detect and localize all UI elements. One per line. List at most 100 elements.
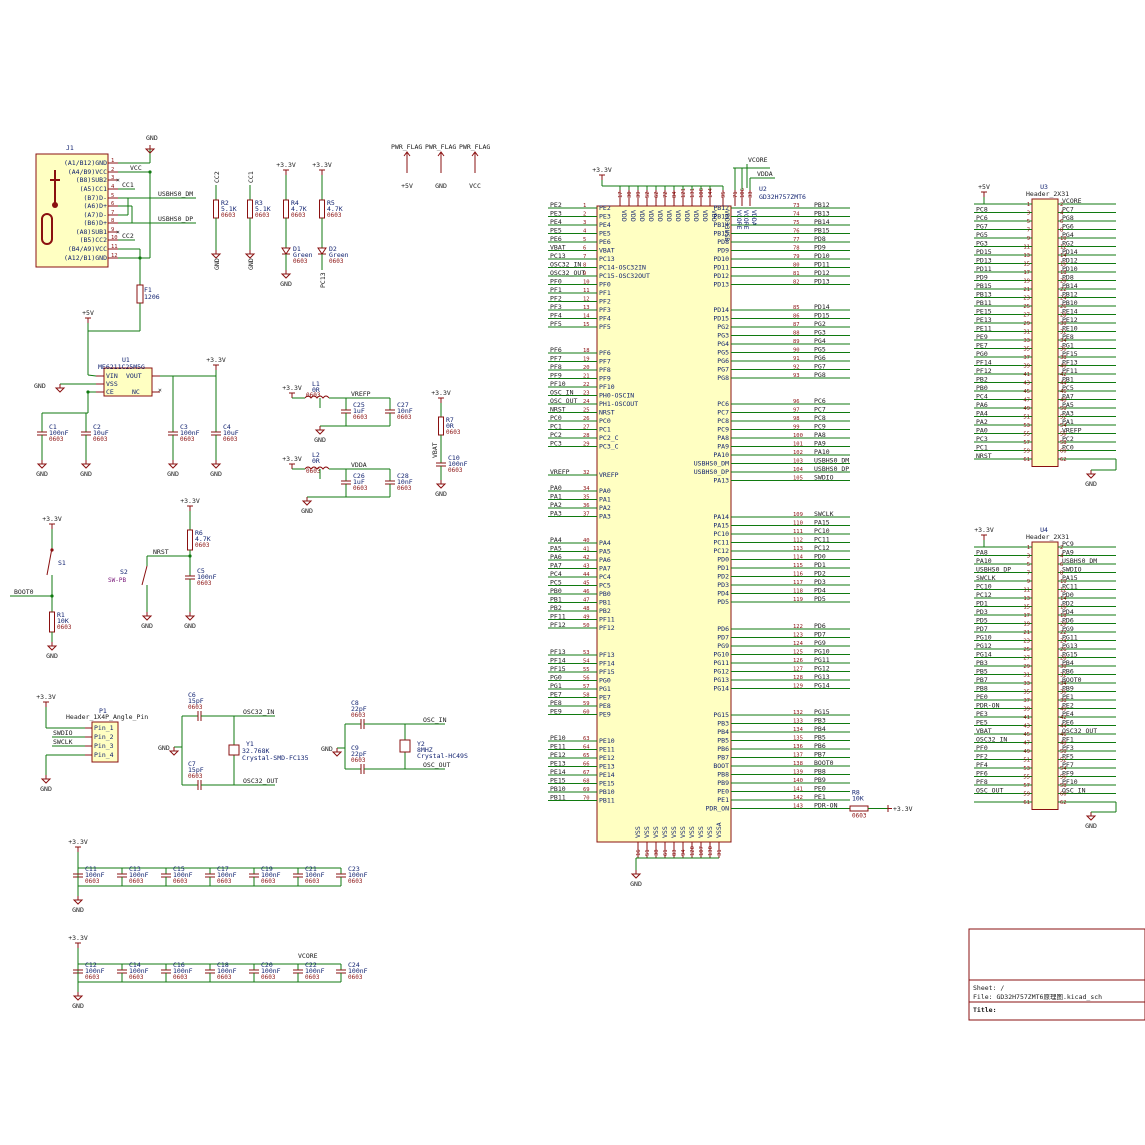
u2-left-net: PE10 [550, 734, 566, 742]
resistor-ref: R5 [327, 199, 335, 207]
header-right-net: PC11 [1062, 583, 1078, 591]
u2-left-net: PA3 [550, 510, 562, 518]
cap-value: 100nF [217, 967, 237, 975]
u2-pin-number: 42 [583, 555, 590, 561]
header-pin-number: 25 [1023, 304, 1030, 310]
j1-pin-name: (B8)SUB2 [76, 176, 107, 184]
header-left-net: PB7 [976, 676, 988, 684]
j1-pin-name: (B4/A9)VCC [68, 245, 107, 253]
cap-ref: C17 [217, 865, 229, 873]
cap-footprint: 0603 [129, 974, 144, 981]
header-ref: U4 [1040, 526, 1048, 534]
gnd-label: GND [1085, 480, 1097, 488]
resistor-value: 5.1K [255, 205, 271, 213]
u2-pin-name: PG8 [717, 374, 729, 382]
u2-pin-number: 15 [583, 322, 590, 328]
gnd-symbol [167, 463, 179, 469]
inductor-footprint: 0603 [306, 468, 321, 475]
swd-header-p1: +3.3VP1Header_1X4P_Angle_PinPin_1Pin_2Pi… [36, 693, 148, 793]
u2-pin-name: USBHS0_DP [694, 468, 729, 476]
power-label: +3.3V [42, 515, 62, 523]
cap-ref: C21 [305, 865, 317, 873]
header-pin-number: 8 [1060, 571, 1063, 577]
u1-pin-name: NC [132, 388, 140, 396]
u2-right-net: PE1 [814, 793, 826, 801]
u2-pin-name: PB2 [599, 607, 611, 615]
u2-right-net: BOOT0 [814, 759, 834, 767]
gnd-label: GND [280, 280, 292, 288]
u2-pin-name: PD12 [713, 272, 729, 280]
u2-right-net: PC6 [814, 397, 826, 405]
resistor-footprint: 0603 [291, 212, 306, 219]
u2-pin-name: USBHS0_DM [694, 460, 729, 468]
p1-body [91, 721, 119, 763]
gnd-symbol [36, 463, 48, 469]
net-swdio: SWDIO [53, 729, 73, 737]
u2-pin-number: 89 [793, 339, 800, 345]
u2-pin-number: 106 [740, 188, 746, 198]
u2-pin-number: 120 [690, 846, 696, 856]
u2-pin-name: PB3 [717, 720, 729, 728]
power-label: +5V [978, 183, 990, 191]
resistor-body [319, 199, 325, 219]
gnd-label: GND [34, 382, 46, 390]
u2-right-net: PB15 [814, 227, 830, 235]
u2-pin-number: 74 [793, 212, 800, 218]
header-pin-number: 9 [1027, 579, 1030, 585]
reset-circuit: +3.3VR64.7K0603NRSTS2SW-PBGNDC5100nF0603… [108, 497, 217, 630]
u2-pin-number: 124 [793, 641, 804, 647]
p1-pin-name: Pin_4 [94, 751, 114, 759]
u2-pin-name: PD5 [717, 598, 729, 606]
header-pin-number: 62 [1060, 800, 1067, 806]
junction-dot [50, 594, 54, 598]
u2-pin-number: 36 [583, 503, 590, 509]
crystal-value: 32.768K [242, 747, 269, 755]
pwr-flag-net: VCC [469, 182, 481, 190]
header-left-net: PD11 [976, 265, 992, 273]
u2-pin-number: 142 [793, 795, 803, 801]
header-pin-number: 55 [1023, 432, 1030, 438]
cap-ref: C13 [129, 865, 141, 873]
cap-ref: C3 [180, 423, 188, 431]
u2-pin-name: PD2 [717, 573, 729, 581]
gnd-symbol [40, 778, 52, 784]
header-right-net: PB4 [1062, 659, 1074, 667]
u2-pin-number: 2 [583, 212, 586, 218]
header-left-net: PG10 [976, 634, 992, 642]
u2-pin-number: 134 [793, 727, 804, 733]
header-pin-number: 20 [1060, 279, 1067, 285]
header-left-net: PA10 [976, 557, 992, 565]
u2-right-net: PC11 [814, 536, 830, 544]
header-pin-number: 31 [1023, 330, 1030, 336]
header-left-net: PG0 [976, 350, 988, 358]
u2-pin-name: PF4 [599, 315, 611, 323]
u2-pin-name: PC7 [717, 409, 729, 417]
u2-pin-name: PD10 [713, 255, 729, 263]
u2-right-net: PD2 [814, 570, 826, 578]
u2-pin-name: PC4 [599, 573, 611, 581]
u2-left-net: PE3 [550, 210, 562, 218]
gnd-label: GND [301, 507, 313, 515]
power-label: +3.3V [68, 838, 88, 846]
header-right-net: PD4 [1062, 608, 1074, 616]
cap-value: 10uF [93, 429, 109, 437]
u2-right-net: PB8 [814, 768, 826, 776]
u2-pin-number: 56 [583, 676, 590, 682]
fuse-ref: F1 [144, 286, 152, 294]
cap-ref: C1 [49, 423, 57, 431]
header-pin-number: 49 [1023, 406, 1030, 412]
cap-ref: C12 [85, 961, 97, 969]
header-pin-number: 48 [1060, 398, 1067, 404]
header-pin-number: 12 [1060, 588, 1067, 594]
cap-ref: C15 [173, 865, 185, 873]
cap-footprint: 0603 [217, 974, 232, 981]
u2-pin-number: 85 [793, 305, 800, 311]
power-label: +3.3V [592, 166, 612, 174]
u2-right-net: USBHS0_DP [814, 465, 849, 473]
resistor-ref: R3 [255, 199, 263, 207]
net-swclk: SWCLK [53, 738, 73, 746]
u2-pin-number: 130 [708, 846, 714, 856]
cap-ref: C20 [261, 961, 273, 969]
